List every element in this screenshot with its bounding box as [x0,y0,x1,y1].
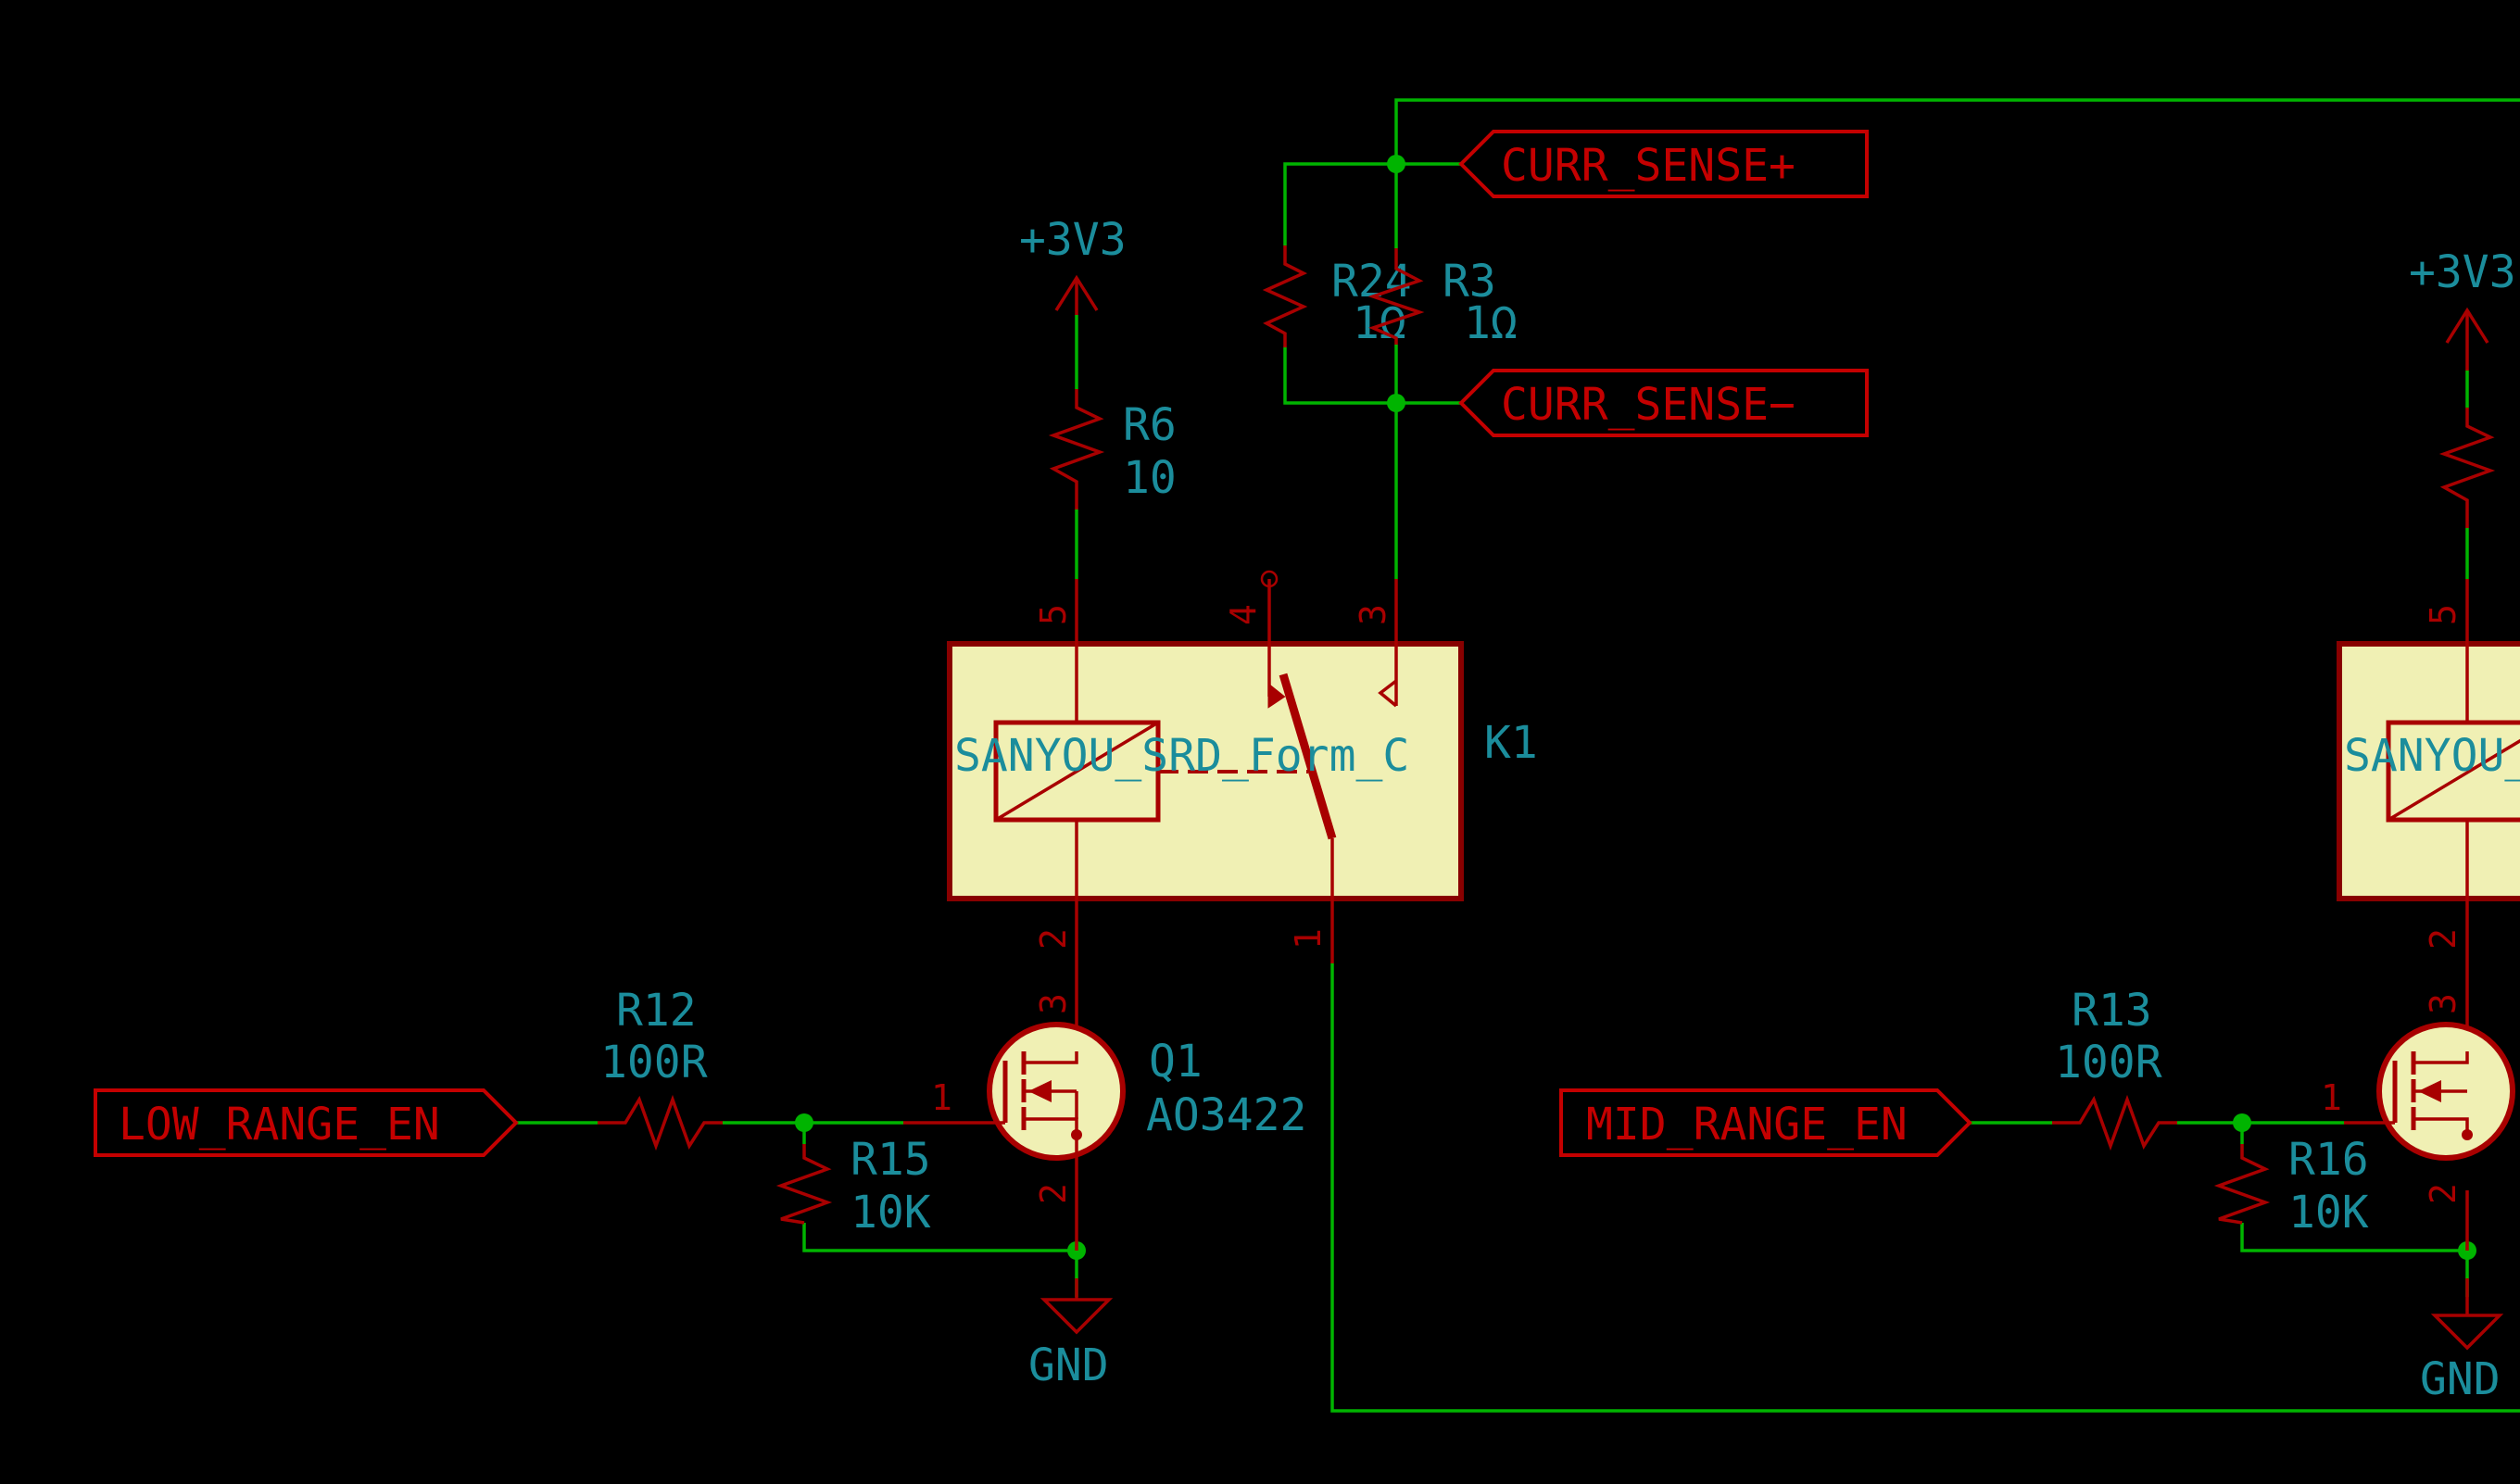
label-curr-sense-minus[interactable]: CURR_SENSE− [1458,369,1869,437]
r6-value: 10 [1123,452,1177,504]
k1-pin3: 3 [1353,604,1393,625]
resistor-right-partial[interactable] [2438,408,2496,528]
r15-value: 10K [850,1187,931,1239]
label-mid-range-en[interactable]: MID_RANGE_EN [1559,1088,1972,1157]
label-low-range-en-text: LOW_RANGE_EN [119,1099,440,1151]
resistor-r15[interactable]: R15 10K [775,1134,931,1239]
r12-ref: R12 [616,985,697,1037]
r13-value: 100R [2055,1037,2162,1088]
mosfet-q2-partial[interactable]: 3 1 2 [2321,963,2515,1251]
k2-value: SANYOU_SRD_Form_C [2344,730,2520,782]
r3-value: 1Ω [1464,297,1518,349]
junction [2233,1113,2251,1132]
junction [1387,394,1405,412]
mosfet-q1[interactable]: 3 1 2 Q1 AO3422 [903,963,1306,1251]
relay-k1[interactable]: 5 4 3 2 1 SANYOU_SRD_Form_C K1 [947,570,1538,963]
power-gnd-right-text: GND [2420,1353,2501,1405]
k2-pin2: 2 [2423,928,2463,950]
r16-value: 10K [2288,1187,2369,1239]
r16-ref: R16 [2288,1134,2369,1186]
relay-k2-partial[interactable]: 5 2 SANYOU_SRD_Form_C [2337,579,2520,963]
k2-pin5: 5 [2423,604,2463,625]
q2-pin1: 1 [2321,1077,2342,1118]
k1-pin5: 5 [1033,604,1074,625]
q2-pin3: 3 [2423,993,2463,1014]
r15-ref: R15 [850,1134,931,1186]
k1-ref: K1 [1484,717,1538,769]
relay-k2-body [2337,641,2520,901]
resistor-r24[interactable]: R24 1Ω [1262,245,1412,349]
wire-k1-com-bottom-bus [1330,963,2520,1413]
r13-ref: R13 [2072,985,2152,1037]
q1-ref: Q1 [1149,1036,1203,1088]
label-curr-sense-minus-text: CURR_SENSE− [1501,379,1796,431]
q1-pin2: 2 [1033,1183,1074,1204]
wire-r24-top [1283,162,1396,245]
label-low-range-en[interactable]: LOW_RANGE_EN [94,1088,519,1157]
resistor-r13[interactable]: R13 100R [2052,985,2177,1151]
power-gnd-left[interactable]: GND [1028,1278,1114,1391]
k1-value: SANYOU_SRD_Form_C [954,730,1409,782]
power-3v3-left[interactable]: +3V3 [1019,214,1127,315]
r24-ref: R24 [1331,256,1412,308]
power-gnd-right[interactable]: GND [2420,1278,2504,1405]
wire-r15-gnd [802,1223,1077,1252]
r6-ref: R6 [1123,399,1177,451]
q2-pin2: 2 [2423,1183,2463,1204]
q1-pin1: 1 [931,1077,952,1118]
r3-ref: R3 [1443,256,1496,308]
r12-value: 100R [600,1037,708,1088]
junction [1387,155,1405,173]
power-3v3-right[interactable]: +3V3 [2409,246,2516,371]
label-curr-sense-plus[interactable]: CURR_SENSE+ [1458,130,1869,198]
resistor-r16[interactable]: R16 10K [2213,1134,2369,1239]
k1-pin2: 2 [1033,928,1074,950]
wires [516,98,2520,1413]
k1-pin1: 1 [1288,928,1329,950]
junction [795,1113,813,1132]
power-gnd-left-text: GND [1028,1339,1109,1391]
label-curr-sense-plus-text: CURR_SENSE+ [1501,140,1796,192]
q1-pin3: 3 [1033,993,1074,1014]
resistor-r12[interactable]: R12 100R [598,985,723,1151]
k1-pin4: 4 [1223,604,1264,625]
label-mid-range-en-text: MID_RANGE_EN [1586,1099,1908,1151]
resistor-r6[interactable]: R6 10 [1048,389,1177,509]
q1-value: AO3422 [1146,1089,1306,1141]
wire-top-bus [1394,98,2520,164]
power-3v3-right-text: +3V3 [2409,246,2516,298]
wire-r16-gnd [2240,1223,2467,1252]
wire-r24-bottom [1283,347,1396,405]
power-3v3-left-text: +3V3 [1019,214,1127,266]
resistor-r3[interactable]: R3 1Ω [1367,248,1518,349]
